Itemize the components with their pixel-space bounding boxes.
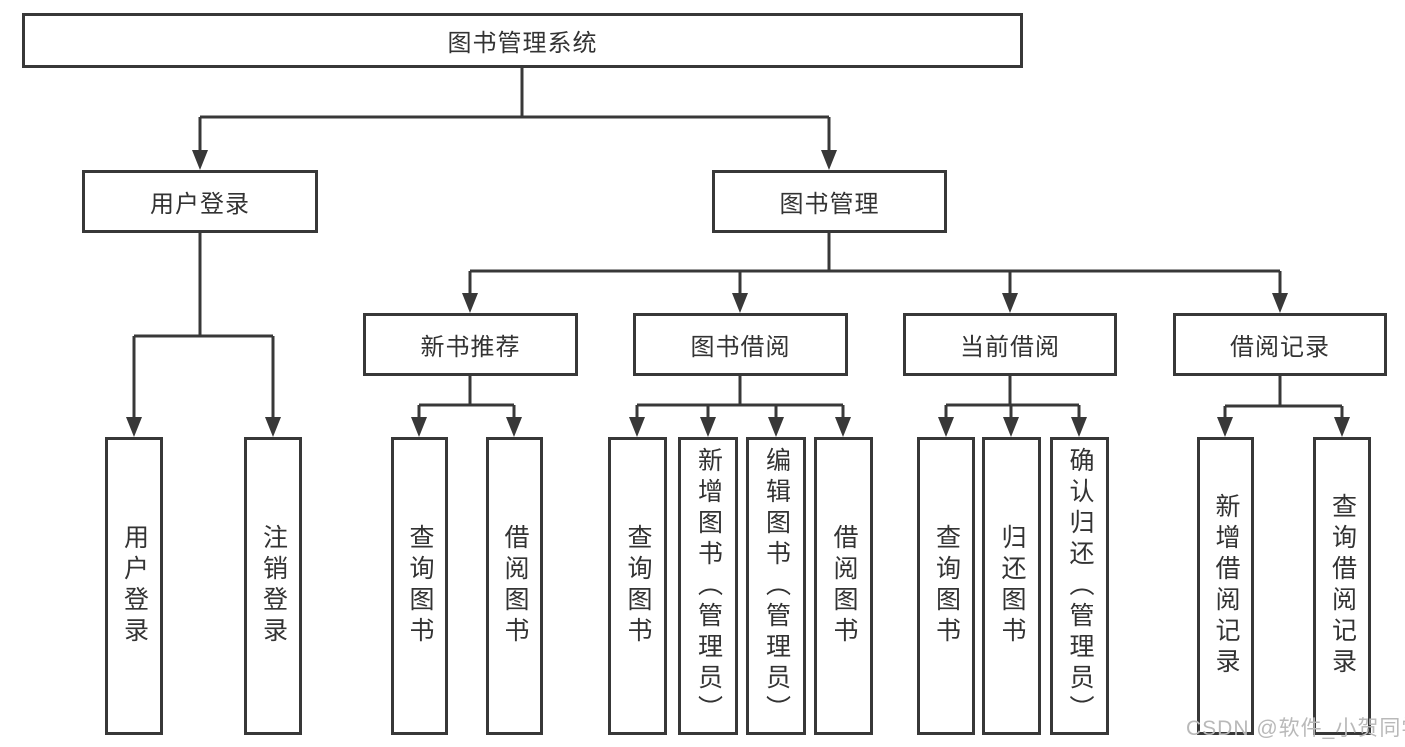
node-label: 图书借阅 — [690, 334, 791, 361]
node-book-management: 图书管理 — [712, 170, 947, 233]
node-label: 编辑图书（管理员） — [762, 446, 791, 726]
node-label: 当前借阅 — [960, 334, 1060, 361]
node-label: 借阅记录 — [1230, 334, 1330, 361]
node-current-query-books: 查询图书 — [917, 437, 975, 735]
node-label: 确认归还（管理员） — [1066, 446, 1094, 726]
node-label: 借阅图书 — [501, 524, 529, 648]
node-book-borrowing: 图书借阅 — [633, 313, 848, 376]
node-edit-books-admin: 编辑图书（管理员） — [746, 437, 806, 735]
node-logout-action: 注销登录 — [244, 437, 302, 735]
node-label: 查询图书 — [624, 524, 652, 648]
node-recommend-borrow-books: 借阅图书 — [486, 437, 543, 735]
arrowheads — [126, 150, 1350, 437]
node-label: 归还图书 — [998, 524, 1026, 648]
node-label: 查询借阅记录 — [1328, 493, 1357, 679]
node-current-borrowing: 当前借阅 — [903, 313, 1117, 376]
node-recommend-query-books: 查询图书 — [391, 437, 448, 735]
node-confirm-return-admin: 确认归还（管理员） — [1050, 437, 1109, 735]
node-label: 图书管理 — [779, 191, 880, 218]
node-label: 新增图书（管理员） — [694, 446, 723, 726]
node-label: 查询图书 — [406, 524, 434, 648]
node-label: 新增借阅记录 — [1212, 493, 1240, 679]
node-label: 图书管理系统 — [447, 30, 598, 57]
node-add-borrow-record: 新增借阅记录 — [1197, 437, 1254, 735]
node-label: 用户登录 — [120, 524, 149, 648]
node-borrow-query-books: 查询图书 — [608, 437, 667, 735]
node-user-login: 用户登录 — [82, 170, 318, 233]
node-borrowing-records: 借阅记录 — [1173, 313, 1387, 376]
node-root: 图书管理系统 — [22, 13, 1023, 68]
node-borrow-books: 借阅图书 — [814, 437, 873, 735]
node-add-books-admin: 新增图书（管理员） — [678, 437, 738, 735]
csdn-watermark: CSDN @软件_小贺同学 — [1186, 717, 1405, 740]
node-label: 新书推荐 — [420, 334, 521, 361]
node-label: 借阅图书 — [830, 524, 858, 648]
node-user-login-action: 用户登录 — [105, 437, 163, 735]
node-label: 注销登录 — [259, 524, 288, 648]
node-return-books: 归还图书 — [982, 437, 1041, 735]
node-label: 用户登录 — [150, 191, 250, 218]
node-new-book-recommend: 新书推荐 — [363, 313, 578, 376]
node-label: 查询图书 — [932, 524, 961, 648]
node-query-borrow-record: 查询借阅记录 — [1313, 437, 1371, 735]
